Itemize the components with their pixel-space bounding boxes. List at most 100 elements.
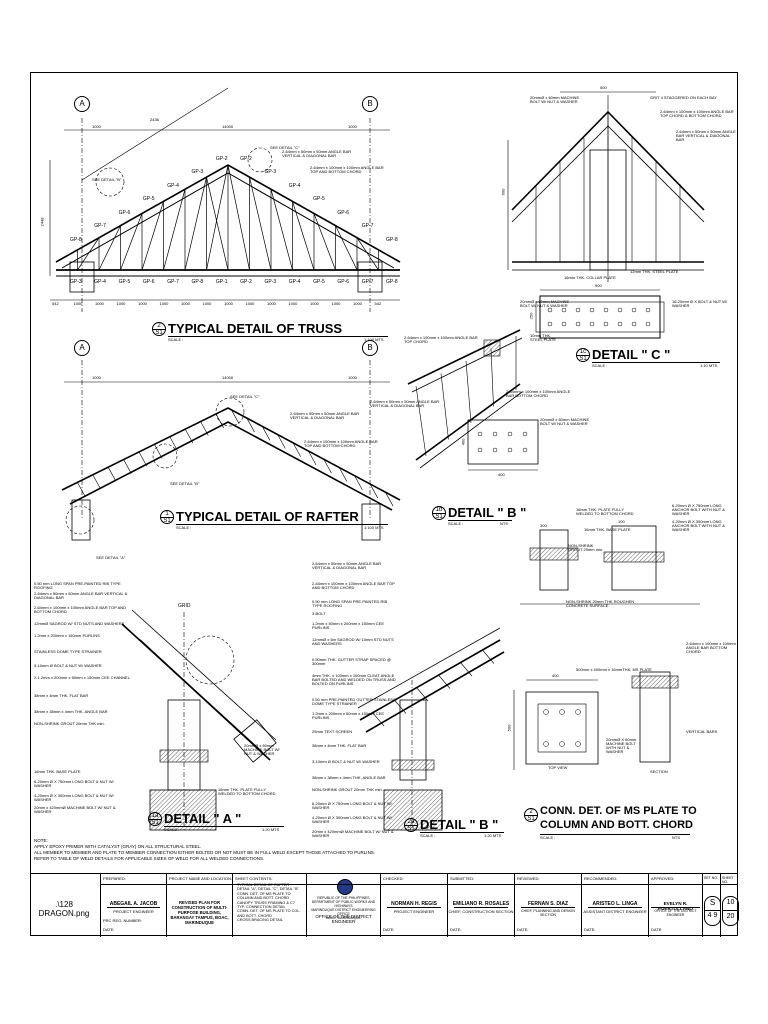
truss-gp-tag: GP-3 [191, 169, 204, 176]
tb-contents-item: DETAIL "A", DETAIL "C", DETAIL "B" [237, 887, 299, 892]
truss-diagonal-member [184, 177, 207, 271]
detc-bolt-hole [631, 307, 637, 313]
detc-bolt-hole [603, 321, 609, 327]
truss-gp-tag: GP-3 [70, 279, 82, 285]
conn-callout-topview: TOP VIEW [548, 765, 568, 770]
truss-bay-dim: 1000 [288, 301, 298, 306]
tb-approved-name: EVELYN R. PUERTOLLANO [658, 901, 693, 911]
truss-gp-tag: GP-7 [361, 223, 374, 230]
grid-bubble-a-rafter: A [74, 340, 90, 356]
detb-callout-plate: 10mm THK. STEEL PLATE [530, 333, 557, 342]
rafter-web [123, 459, 132, 474]
detc-callout-grit: GRIT 4 STAGGERED ON EACH BAY [650, 95, 717, 100]
tb-agency-line: DEPARTMENT OF PUBLIC WORKS AND HIGHWAYS [311, 900, 376, 908]
deta-callout: 2-64mm x 50mm x 50mm ANGLE BAR VERTICAL … [34, 591, 128, 600]
detb2-web [481, 649, 495, 664]
truss-height: 2448 [39, 217, 45, 227]
conn-callout-ms-plate: 500mm x 400mm x 16mmTHK. MS PLATE [576, 667, 652, 672]
truss-gp-tag: GP-3 [264, 279, 277, 285]
detc-dim-plate: 900 [595, 283, 602, 288]
grid-bubble-b-truss: B [362, 96, 378, 112]
conn-bolt-hole [559, 709, 565, 715]
tb-approved: APPROVED: EVELYN R. PUERTOLLANO OFFICE O… [648, 874, 702, 937]
conn-callout-base: 16mm THK. BASE PLATE [584, 527, 631, 532]
truss-diagonal-member [141, 201, 164, 271]
deta-callout: 0.50 mm LONG SPAN PRE-PAINTED RIB TYPE R… [34, 581, 121, 590]
tb-contents-label: SHEET CONTENTS: [235, 876, 273, 881]
detb2-callout: 38mm x 38mm x 4mm THK. ANGLE BAR [312, 775, 386, 780]
detc-scale-ratio: 1:10 MTS [700, 363, 718, 368]
detc-callout-bolt: 20mmØ x 60mm MACHINE BOLT W/ NUT & WASHE… [530, 95, 580, 104]
rafter-web [338, 467, 348, 482]
detb-bolt-hole [522, 447, 528, 453]
truss-gp-tag: GP-5 [118, 279, 131, 285]
deta-grid-tag: GRID [178, 603, 191, 609]
deta-callout-plate: 16mm THK. PLATE FULLY WELDED TO BOTTOM C… [218, 787, 276, 796]
detb2-callout: 20mm x 420mmØ MACHINE BOLT W/ NUT & WASH… [312, 829, 394, 838]
rafter-web [154, 444, 163, 459]
truss-diagonal-member [120, 213, 143, 271]
truss-gp-tag: GP-4 [167, 182, 179, 189]
truss-diagonal-member [206, 164, 229, 271]
tb-set-sub: 4 9 [707, 912, 718, 919]
detb-bolt-hole [492, 447, 498, 453]
tb-recommended-label: RECOMMENDED: [584, 876, 618, 881]
conn-callout-vbars: VERTICAL BARS [686, 729, 718, 734]
rafter-web [369, 483, 378, 499]
truss-dim-right: 1000 [348, 124, 357, 129]
detb2-title-rule [420, 832, 504, 833]
conn-callout-rough: NON-SHRINK 20mm THK ROUGHEN CONCRETE SUR… [566, 599, 635, 608]
detail-b-iso-drawing [407, 329, 539, 471]
tb-prepared-label: PREPARED: [103, 876, 126, 881]
truss-gp-tag: GP-6 [142, 279, 155, 285]
detb2-callout: 3-10mm Ø BOLT & NUT W/ WASHER [312, 759, 380, 764]
tb-checked-date: DATE: [383, 927, 395, 932]
truss-bay-dim: 1000 [245, 301, 255, 306]
truss-diagonal-member [206, 177, 229, 271]
detc-scale: SCALE : [592, 363, 608, 368]
detb-callout-top-chord: 2-64mm x 100mm x 100mm ANGLE BAR TOP CHO… [404, 335, 478, 344]
tb-checked-name: NORMAN H. REGIS [391, 901, 437, 907]
tb-contents-item: AND BOTT. CHORD [237, 913, 272, 918]
notes-line-1: APPLY EPOXY PRIMER WITH CATALYST (GRAY) … [34, 844, 202, 849]
tb-approved-label: APPROVED: [651, 876, 675, 881]
tb-agency-line: REPUBLIC OF THE PHILIPPINES [317, 896, 370, 900]
detb-callout-web: 2-64mm x 50mm x 50mm ANGLE BAR VERTICAL … [370, 399, 440, 408]
conn-callout-anchor1: 6-20mm Ø X 750mm LONG ANCHOR BOLT WITH N… [672, 503, 725, 516]
tb-set-circle: S 4 9 [704, 896, 721, 926]
deta-scale: SCALE : [164, 827, 180, 832]
truss-gp-tag: GP-6 [118, 209, 131, 216]
detc-bolt-hole [561, 321, 567, 327]
truss-bay-dim: 1000 [138, 301, 147, 306]
detb-title-rule [448, 520, 512, 521]
rafter-web [184, 428, 194, 444]
detb-bolt-hole [477, 447, 483, 453]
truss-gp-tag: GP-4 [288, 279, 301, 285]
detb2-callout: 12mmØ x 6m SAGROD W/ 10mm STD NUTS AND W… [312, 637, 394, 646]
deta-callout: 3-10mm Ø BOLT & NUT W/ WASHER [34, 663, 102, 668]
rafter-web [200, 421, 209, 436]
deta-callout: 6-20mm Ø X 750mm LONG BOLT & NUT W/ WASH… [34, 779, 114, 788]
rafter-elevation [61, 360, 401, 541]
truss-elevation [49, 87, 401, 312]
detc-callout-collar: 16mm THK. COLLAR PLATE [564, 275, 616, 280]
truss-bay-dim: 1000 [95, 301, 104, 306]
rafter-see-detail-a: SEE DETAIL "A" [96, 555, 126, 560]
rafter-dim-left: 1000 [92, 375, 101, 380]
detb-web [490, 348, 494, 407]
deta-web [215, 709, 235, 727]
deta-web [127, 629, 147, 647]
tb-reviewed-date: DATE: [517, 927, 529, 932]
rafter-dim-right: 1000 [348, 375, 357, 380]
truss-dim-left: 1000 [92, 124, 101, 129]
detb-callout-bottom: 2-64mm x 100mm x 100mm ANGLE BAR BOTTOM … [506, 389, 571, 398]
detc-dim-height: 600 [500, 188, 506, 196]
tb-submitted-label: SUBMITTED: [450, 876, 475, 881]
tb-sheet-circle: 10 20 [722, 896, 739, 926]
detc-bolt-hole [603, 307, 609, 313]
deta-callout: 16mm THK. BASE PLATE [34, 769, 81, 774]
